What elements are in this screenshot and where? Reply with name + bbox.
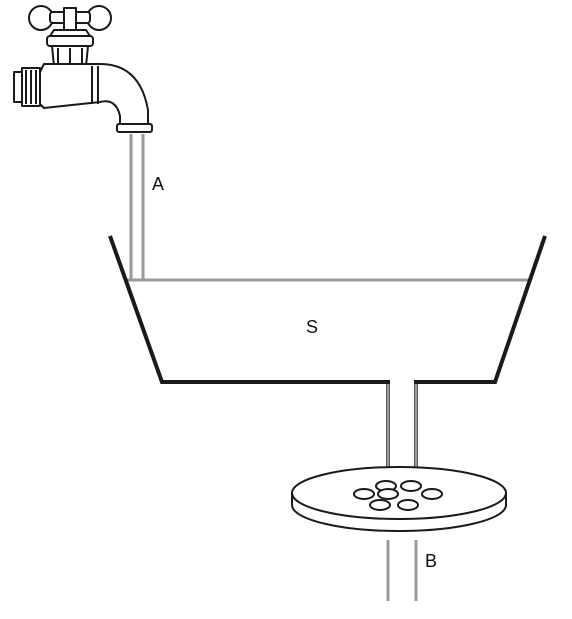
water-stream-a bbox=[129, 134, 145, 279]
label-s: S bbox=[306, 317, 319, 337]
water-stream-b bbox=[386, 540, 418, 601]
label-a: A bbox=[152, 174, 165, 194]
basin-outline bbox=[108, 235, 547, 470]
strainer-plate-icon bbox=[291, 466, 507, 532]
faucet-icon bbox=[13, 5, 153, 133]
label-b: B bbox=[425, 551, 438, 571]
